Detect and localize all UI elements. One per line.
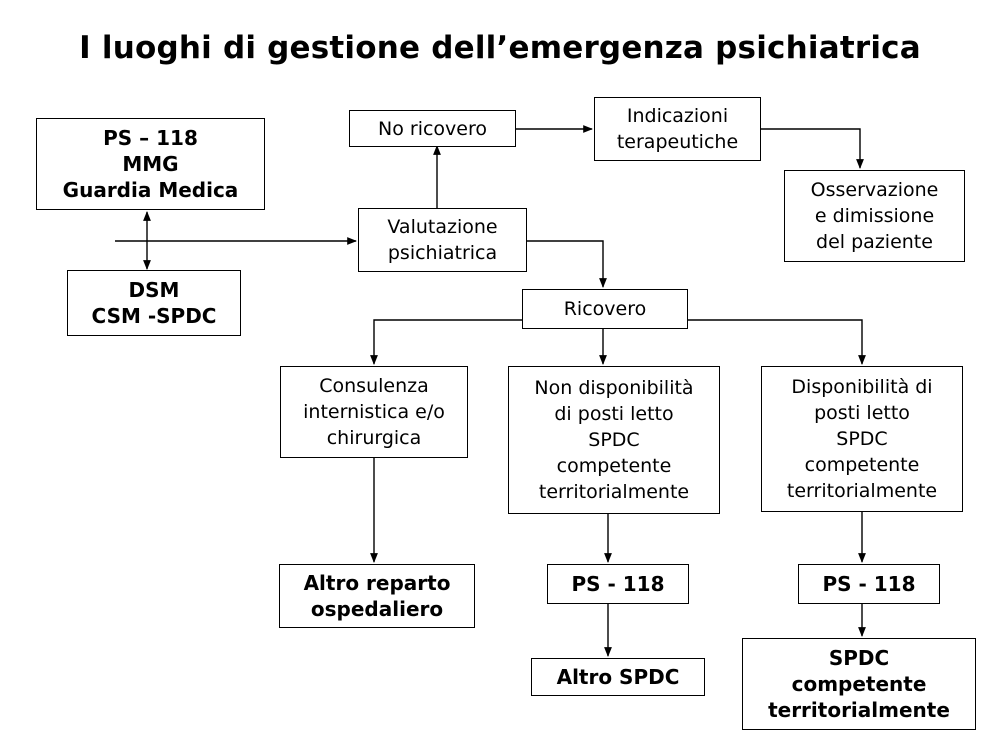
node-consulenza: Consulenza internistica e/o chirurgica bbox=[280, 366, 468, 458]
node-ps118-mmg: PS – 118 MMG Guardia Medica bbox=[36, 118, 265, 210]
node-spdc-competente: SPDC competente territorialmente bbox=[742, 638, 976, 730]
node-disponibilita: Disponibilità di posti letto SPDC compet… bbox=[761, 366, 963, 512]
node-no-ricovero: No ricovero bbox=[349, 110, 516, 147]
node-altro-reparto: Altro reparto ospedaliero bbox=[279, 564, 475, 628]
node-ricovero: Ricovero bbox=[522, 289, 688, 329]
node-valutazione: Valutazione psichiatrica bbox=[358, 208, 527, 272]
node-non-disponibilita: Non disponibilità di posti letto SPDC co… bbox=[508, 366, 720, 514]
node-ps118-non-disponibilita: PS - 118 bbox=[547, 564, 689, 604]
link-valutazione-ricovero bbox=[527, 240, 607, 288]
link-ricovero-consulenza bbox=[370, 319, 522, 365]
node-dsm: DSM CSM -SPDC bbox=[67, 270, 241, 336]
node-ps118-disponibilita: PS - 118 bbox=[798, 564, 940, 604]
node-indicazioni: Indicazioni terapeutiche bbox=[594, 97, 761, 161]
node-osservazione: Osservazione e dimissione del paziente bbox=[784, 170, 965, 262]
page-title: I luoghi di gestione dell’emergenza psic… bbox=[79, 30, 921, 66]
link-ricovero-disponibilita bbox=[688, 319, 866, 365]
node-altro-spdc: Altro SPDC bbox=[531, 658, 705, 696]
link-indicazioni-osservazione bbox=[761, 128, 864, 169]
